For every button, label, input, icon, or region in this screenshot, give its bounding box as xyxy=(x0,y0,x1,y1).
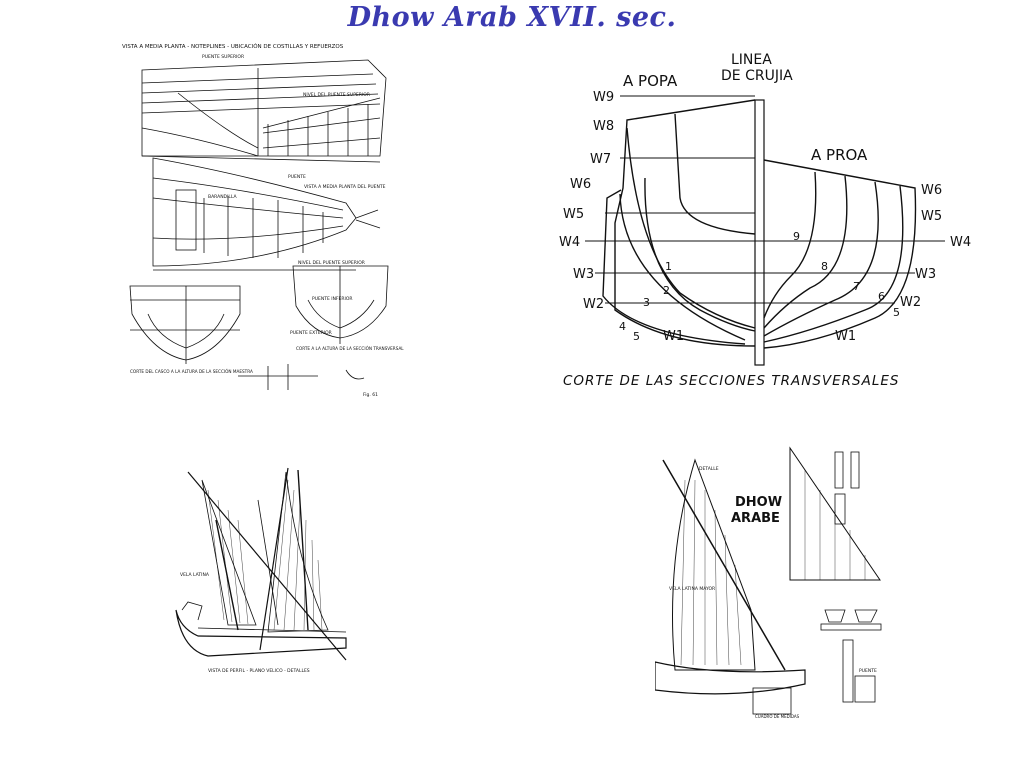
wl-label-w6-right: W6 xyxy=(921,183,942,198)
page-title: Dhow Arab XVII. sec. xyxy=(347,2,677,33)
heading-text: VISTA A MEDIA PLANTA - NOTEPLINES - UBIC… xyxy=(122,43,344,50)
label-puente: PUENTE xyxy=(859,668,877,674)
wl-label-w2: W2 xyxy=(583,297,604,312)
section-number: 5 xyxy=(893,306,900,319)
wl-label-w8: W8 xyxy=(593,119,614,134)
section-number: 6 xyxy=(878,290,885,303)
label-a-popa: A POPA xyxy=(623,72,678,90)
label-nivel-puente-2: NIVEL DEL PUENTE SUPERIOR xyxy=(298,260,365,266)
wl-label-w3: W3 xyxy=(573,267,594,282)
label-vela: VELA LATINA xyxy=(180,572,210,578)
label-nivel-puente: NIVEL DEL PUENTE SUPERIOR xyxy=(303,92,370,98)
wl-label-w5-right: W5 xyxy=(921,209,942,224)
caption-corte-casco: CORTE DEL CASCO A LA ALTURA DE LA SECCIÓ… xyxy=(130,369,253,374)
arabe-heading: ARABE xyxy=(731,511,780,526)
wl-label-w3-right: W3 xyxy=(915,267,936,282)
wl-label-w4: W4 xyxy=(559,235,580,250)
section-number: 4 xyxy=(619,320,626,333)
dhow-heading: DHOW xyxy=(735,495,782,510)
wl-label-w1-right: W1 xyxy=(835,329,856,344)
label-puente-superior: PUENTE SUPERIOR xyxy=(202,54,244,60)
section-number: 2 xyxy=(663,284,670,297)
label-a-proa: A PROA xyxy=(811,146,868,164)
wl-label-w5: W5 xyxy=(563,207,584,222)
sail-plan-drawing: VELA LATINA VISTA DE PERFIL - PLANO VELI… xyxy=(168,460,348,680)
hull-plan-drawing: VISTA A MEDIA PLANTA - NOTEPLINES - UBIC… xyxy=(118,38,418,398)
section-number: 9 xyxy=(793,230,800,243)
wl-label-w6: W6 xyxy=(570,177,591,192)
label-detalle: DETALLE xyxy=(699,466,719,472)
label-linea: LINEA xyxy=(731,52,772,68)
label-crujia: DE CRUJIA xyxy=(721,68,793,84)
label-fig: Fig. 61 xyxy=(363,392,378,398)
label-cuadro: CUADRO DE MEDIDAS xyxy=(755,714,800,719)
section-number: 8 xyxy=(821,260,828,273)
label-barandilla: BARANDILLA xyxy=(208,194,237,200)
body-plan-caption: CORTE DE LAS SECCIONES TRANSVERSALES xyxy=(563,373,899,389)
waterlines xyxy=(585,95,945,304)
label-vista-media: VISTA A MEDIA PLANTA DEL PUENTE xyxy=(304,184,386,190)
label-puente-exterior: PUENTE EXTERIOR xyxy=(290,330,332,336)
wl-label-w1: W1 xyxy=(663,329,684,344)
section-number: 7 xyxy=(853,280,860,293)
section-number: 3 xyxy=(643,296,650,309)
label-puente-inferior: PUENTE INFERIOR xyxy=(312,296,353,302)
wl-label-w4-right: W4 xyxy=(950,235,971,250)
section-number: 5 xyxy=(633,330,640,343)
wl-label-w2-right: W2 xyxy=(900,295,921,310)
wl-label-w9: W9 xyxy=(593,90,614,105)
caption-corte-altura: CORTE A LA ALTURA DE LA SECCIÓN TRANSVER… xyxy=(296,346,404,351)
label-vela-mayor: VELA LATINA MAYOR xyxy=(669,586,715,592)
label-puente: PUENTE xyxy=(288,174,306,180)
body-plan-sections: LINEA DE CRUJIA A POPA A PROA W9 W8 W7 W… xyxy=(545,48,985,398)
dhow-arabe-detail: DHOW ARABE VELA LATINA MAYOR DETALLE PUE… xyxy=(654,440,895,722)
sail-plan-caption: VISTA DE PERFIL - PLANO VELICO - DETALLE… xyxy=(208,668,310,674)
wl-label-w7: W7 xyxy=(590,152,611,167)
section-number: 1 xyxy=(665,260,672,273)
